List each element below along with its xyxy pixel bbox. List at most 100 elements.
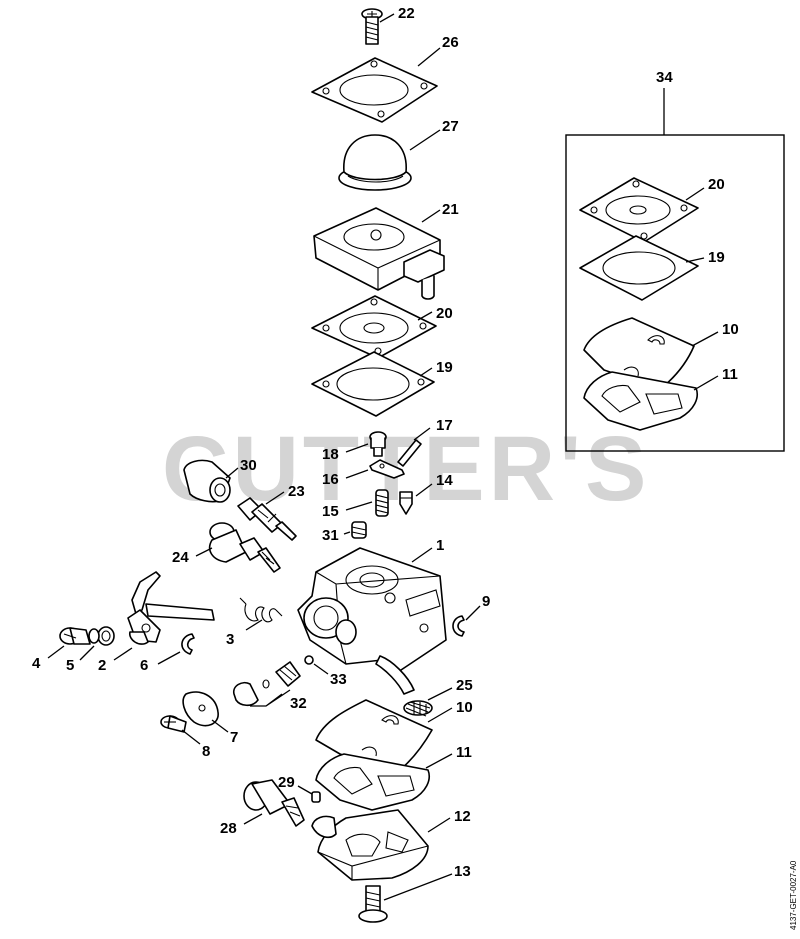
- part-20-diaphragm[interactable]: [311, 295, 437, 359]
- label-2: 2: [98, 657, 106, 674]
- leader-23: [265, 491, 285, 505]
- part-2-throttle-shaft[interactable]: [127, 571, 215, 645]
- label-5: 5: [66, 657, 74, 674]
- part-5-washer[interactable]: [88, 626, 115, 646]
- label-30: 30: [240, 457, 257, 474]
- leader-4: [47, 645, 65, 659]
- leader-12: [427, 817, 451, 833]
- part-33-o-ring[interactable]: [304, 655, 314, 665]
- part-14-inlet-needle[interactable]: [399, 491, 413, 515]
- leader-3: [245, 619, 263, 631]
- leader-15: [345, 501, 373, 511]
- kit-part-20-diaphragm: [579, 177, 699, 243]
- label-24: 24: [172, 549, 189, 566]
- part-26-gasket[interactable]: [311, 57, 438, 123]
- label-23: 23: [288, 483, 305, 500]
- part-21-cover[interactable]: [313, 207, 445, 300]
- leader-32: [250, 689, 291, 707]
- label-16: 16: [322, 471, 339, 488]
- leader-2: [113, 647, 133, 661]
- label-31: 31: [322, 527, 339, 544]
- leader-22: [379, 13, 395, 23]
- part-24-adjusting-screw[interactable]: [208, 522, 281, 573]
- leader-16: [345, 469, 369, 479]
- leader-24: [195, 547, 213, 557]
- leader-21: [421, 209, 441, 223]
- leader-14: [415, 483, 433, 497]
- leader-19: [419, 367, 433, 377]
- part-11-gasket[interactable]: [315, 753, 430, 811]
- leader-11: [425, 753, 453, 769]
- leader-29: [297, 785, 313, 795]
- leader-6: [157, 651, 181, 665]
- label-21: 21: [442, 201, 459, 218]
- part-32-spring-plug[interactable]: [232, 661, 301, 707]
- label-25: 25: [456, 677, 473, 694]
- label-26: 26: [442, 34, 459, 51]
- leader-9: [465, 605, 481, 621]
- label-20: 20: [436, 305, 453, 322]
- leader-20: [417, 311, 433, 321]
- label-kit-11: 11: [722, 366, 738, 383]
- label-kit-19: 19: [708, 249, 725, 266]
- label-29: 29: [278, 774, 295, 791]
- part-16-lever[interactable]: [369, 459, 405, 479]
- leader-27: [409, 129, 441, 151]
- label-3: 3: [226, 631, 234, 648]
- leader-17: [413, 427, 431, 441]
- part-22-screw[interactable]: [361, 8, 383, 45]
- label-14: 14: [436, 472, 453, 489]
- label-15: 15: [322, 503, 339, 520]
- part-25-strainer[interactable]: [403, 700, 433, 717]
- part-18-screw[interactable]: [369, 431, 387, 457]
- leader-31: [343, 531, 351, 535]
- label-28: 28: [220, 820, 237, 837]
- label-22: 22: [398, 5, 415, 22]
- kit-part-11-gasket: [583, 371, 698, 431]
- part-8-screw[interactable]: [160, 715, 187, 733]
- part-1-carburetor-body[interactable]: [297, 547, 447, 695]
- label-8: 8: [202, 743, 210, 760]
- leader-33: [313, 663, 329, 675]
- part-17-pin[interactable]: [397, 439, 422, 467]
- leader-7: [211, 719, 229, 733]
- leader-13: [383, 873, 453, 901]
- part-19-gasket[interactable]: [311, 351, 435, 417]
- part-12-cover[interactable]: [311, 809, 429, 881]
- part-31-spring[interactable]: [351, 521, 367, 539]
- part-30-cap[interactable]: [183, 459, 231, 503]
- part-4-screw[interactable]: [59, 627, 91, 645]
- label-34: 34: [656, 69, 673, 86]
- leader-10: [427, 707, 453, 723]
- part-23-adjusting-screw[interactable]: [237, 497, 297, 541]
- leader-18: [345, 443, 369, 453]
- label-32: 32: [290, 695, 307, 712]
- label-19: 19: [436, 359, 453, 376]
- label-6: 6: [140, 657, 148, 674]
- leader-5: [79, 645, 95, 661]
- label-kit-20: 20: [708, 176, 725, 193]
- part-6-clip[interactable]: [181, 633, 195, 655]
- label-13: 13: [454, 863, 471, 880]
- part-7-throttle-valve[interactable]: [182, 691, 219, 727]
- label-33: 33: [330, 671, 347, 688]
- leader-8: [181, 729, 201, 745]
- part-15-spring[interactable]: [375, 489, 389, 517]
- label-7: 7: [230, 729, 238, 746]
- part-27-primer-bulb[interactable]: [338, 134, 412, 191]
- label-10: 10: [456, 699, 473, 716]
- kit-34-parts-box[interactable]: 34 20 19 10 11: [565, 69, 785, 452]
- part-13-screw[interactable]: [358, 885, 388, 923]
- label-9: 9: [482, 593, 490, 610]
- part-29-pin[interactable]: [311, 791, 321, 803]
- part-9-clip[interactable]: [452, 615, 465, 637]
- document-code: 4137-GET-0027-A0: [789, 860, 798, 930]
- leader-25: [427, 687, 453, 701]
- part-3-torsion-spring[interactable]: [239, 597, 283, 623]
- leader-28: [243, 813, 263, 825]
- kit-part-10-diaphragm: [583, 317, 695, 387]
- kit-part-19-gasket: [579, 235, 699, 301]
- part-28-fitting[interactable]: [243, 779, 305, 827]
- label-1: 1: [436, 537, 444, 554]
